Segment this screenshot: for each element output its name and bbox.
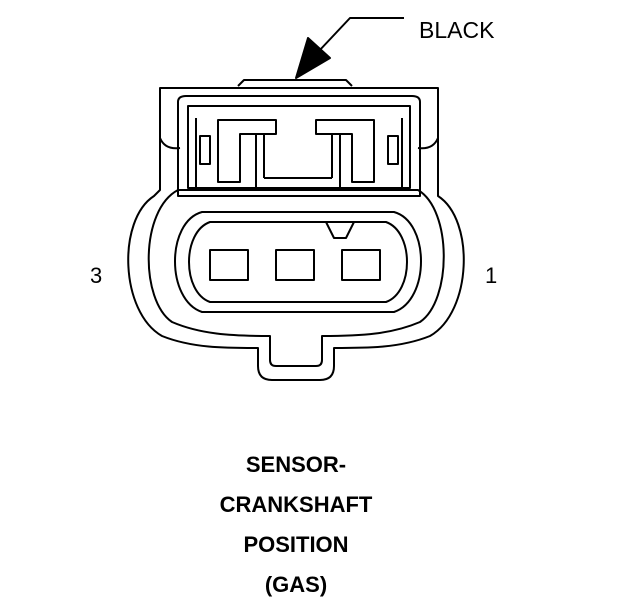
pin-cavity [174, 211, 422, 313]
wire-color-label: BLACK [419, 17, 495, 43]
latch-assembly [177, 95, 421, 197]
terminal-pin-1 [341, 249, 381, 281]
callout-leader [295, 17, 404, 79]
terminal-pin-3 [209, 249, 249, 281]
caption-line-1: SENSOR- [245, 452, 347, 477]
pin-number-left: 3 [90, 263, 103, 288]
pin-number-right: 1 [485, 263, 498, 288]
caption-line-2: CRANKSHAFT [219, 492, 373, 517]
caption-line-3: POSITION [243, 532, 349, 557]
terminal-pin-2 [275, 249, 315, 281]
connector-caption: SENSOR- CRANKSHAFT POSITION (GAS) [0, 452, 592, 612]
caption-line-4: (GAS) [264, 572, 328, 597]
